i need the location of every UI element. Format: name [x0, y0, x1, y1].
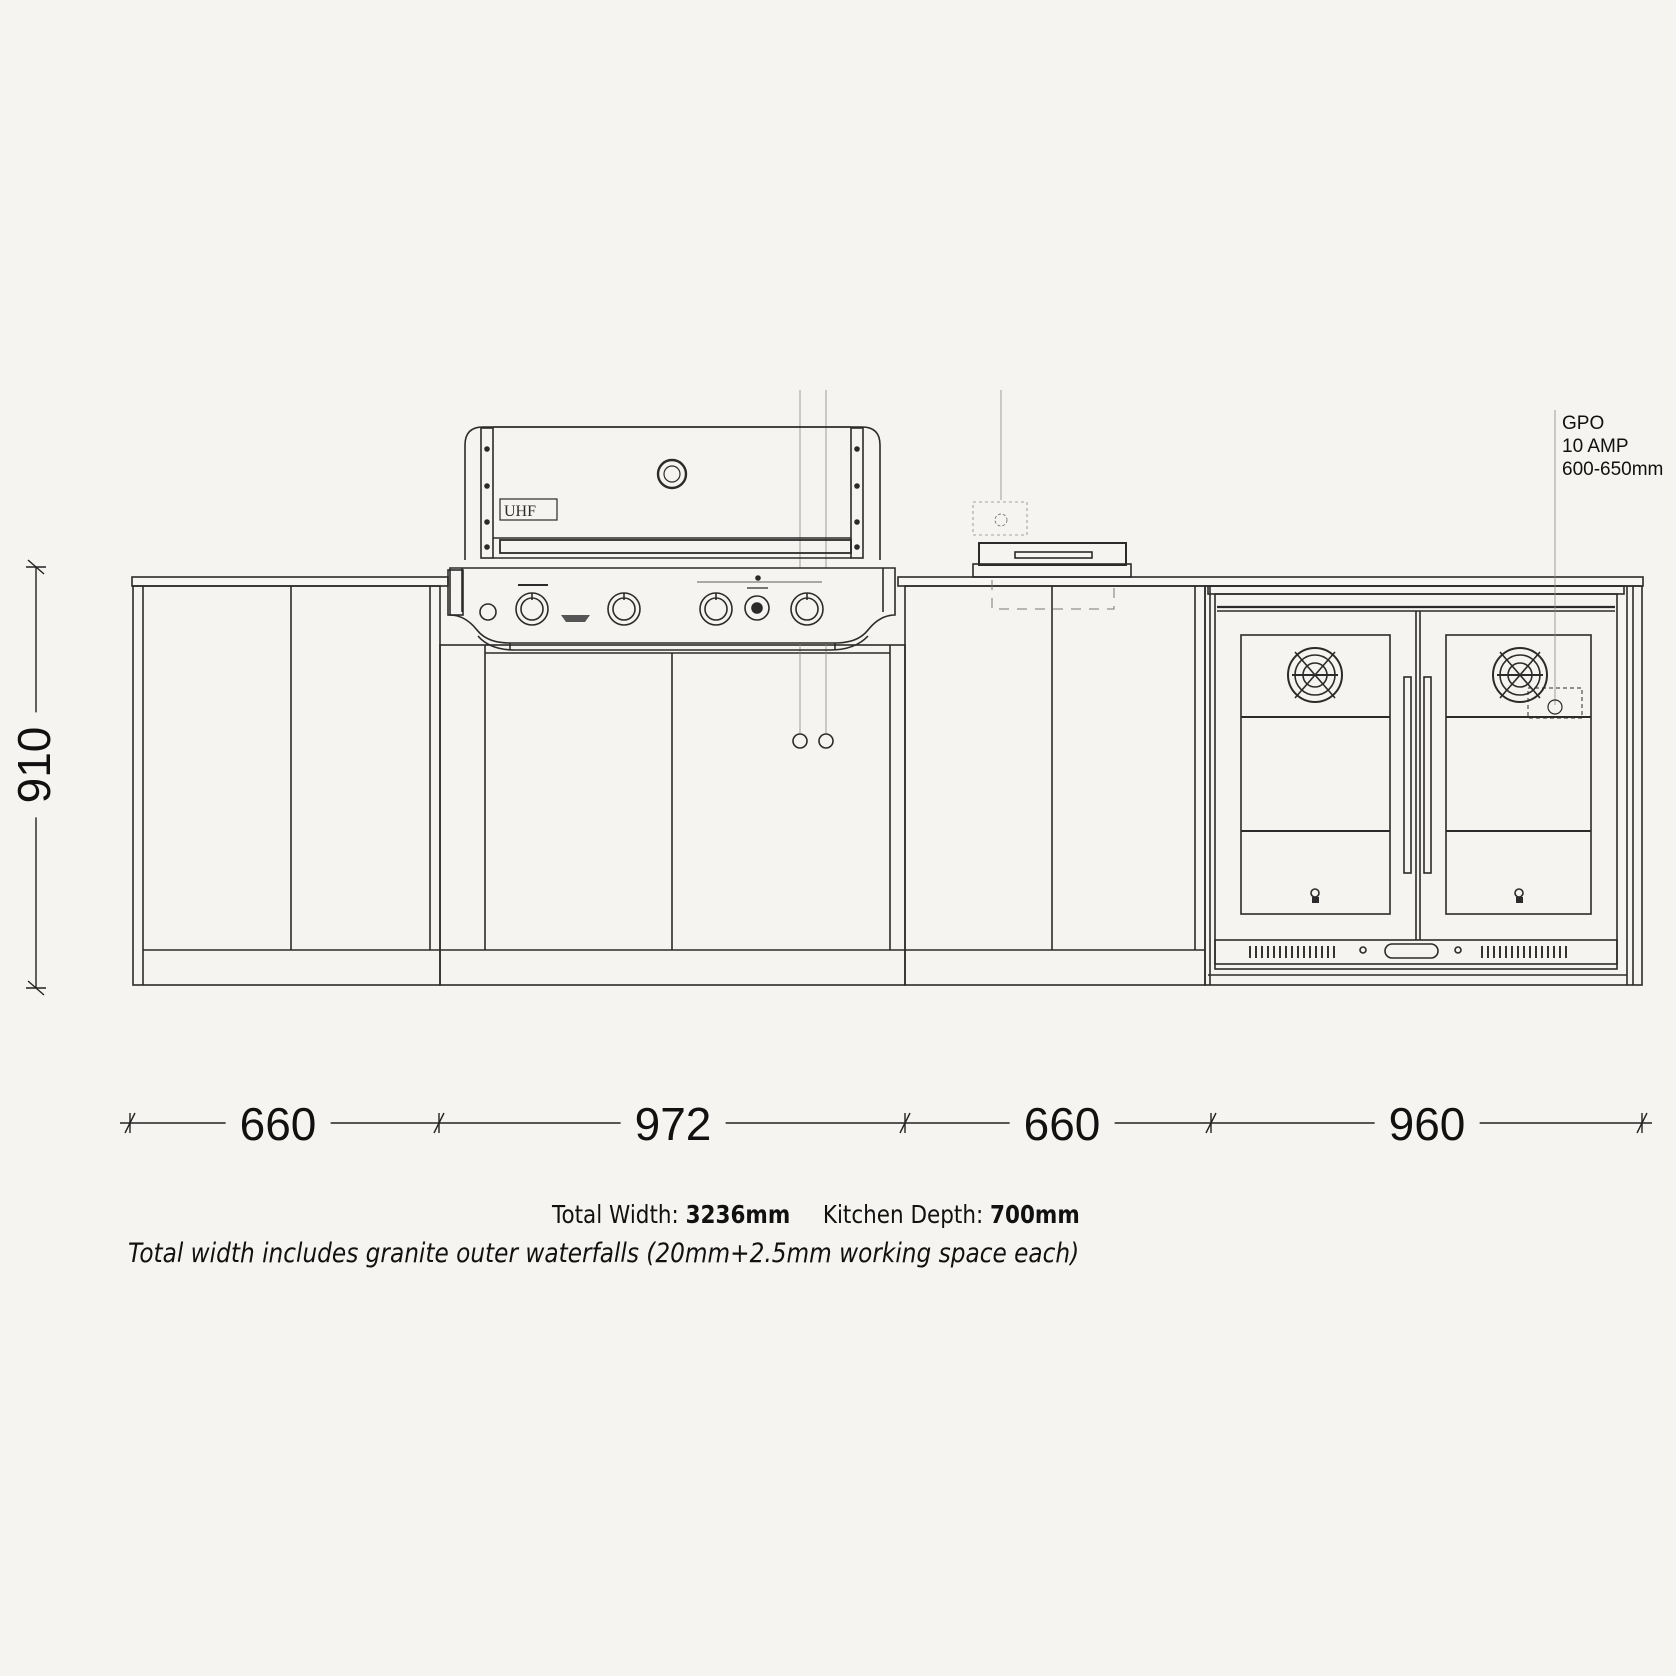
- fan-icon: [1492, 647, 1548, 703]
- lock-icon: [1514, 888, 1524, 903]
- dimension-summary: Total Width: 3236mm Kitchen Depth: 700mm: [95, 1200, 1536, 1229]
- gas-outlet-icon: [994, 513, 1008, 527]
- burner-knob-icon: [515, 592, 549, 626]
- bbq-grill: UHF: [447, 426, 896, 651]
- bbq-badge: [499, 498, 558, 521]
- fan-icon: [1287, 647, 1343, 703]
- gpo-label: GPO: [1562, 413, 1605, 434]
- gas-pipe-icon: [792, 733, 808, 749]
- fridge-cabinet: [1204, 410, 1643, 986]
- kitchen-depth-value: 700mm: [990, 1200, 1080, 1229]
- burner-knob-icon: [699, 592, 733, 626]
- gpo-annotation: GPO 10 AMP 600-650mm: [1562, 412, 1663, 481]
- total-width-value: 3236mm: [685, 1200, 791, 1229]
- bbq-logo-icon: [656, 458, 688, 490]
- gpo-height: 600-650mm: [1562, 459, 1664, 480]
- bbq-badge-text: UHF: [504, 503, 536, 520]
- waterfall-note: Total width includes granite outer water…: [128, 1238, 1080, 1269]
- gpo-amperage: 10 AMP: [1562, 436, 1629, 457]
- width-dimension-side-burner-cabinet: 660: [1009, 1101, 1115, 1147]
- height-dimension-label: 910: [8, 712, 60, 818]
- total-width-label: Total Width:: [551, 1200, 679, 1229]
- width-dimension-fridge-cabinet: 960: [1374, 1101, 1480, 1147]
- burner-knob-icon: [607, 592, 641, 626]
- burner-knob-icon: [790, 592, 824, 626]
- rotisserie-knob-icon: [744, 595, 770, 621]
- gas-pipe-icon: [818, 733, 834, 749]
- ignition-icon: [479, 603, 497, 621]
- lock-icon: [1310, 888, 1320, 903]
- gpo-outlet-icon: [1547, 699, 1563, 715]
- kitchen-depth-label: Kitchen Depth:: [822, 1200, 984, 1229]
- left-cabinet: [131, 576, 449, 986]
- width-dimension-left-cabinet: 660: [225, 1101, 331, 1147]
- bbq-cabinet: [439, 390, 906, 986]
- fridge-display: [1384, 943, 1439, 959]
- width-dimension-bbq-cabinet: 972: [620, 1101, 726, 1147]
